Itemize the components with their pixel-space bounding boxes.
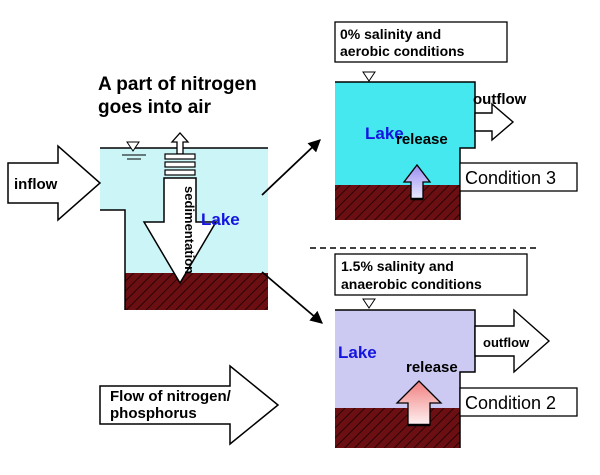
nitrogen-air-heading-line1: A part of nitrogen [98,74,257,95]
nitrogen-release-arrow [170,132,190,155]
air-bar-3 [164,169,196,176]
condition2-box-line1: 1.5% salinity and [341,258,454,274]
sedimentation-arrow [142,177,218,285]
flow-legend-arrow [99,364,280,446]
condition3-description-box [334,21,508,63]
condition2-label: Condition 2 [465,393,556,413]
air-bar-2 [164,161,196,168]
condition2-lake-water [335,310,475,408]
inflow-label: inflow [14,176,58,193]
condition3-lake-water [335,82,475,185]
condition2-outflow-arrow [474,308,551,374]
condition2-sediment [335,408,460,448]
sedimentation-label: sedimentation [182,186,197,274]
inflow-arrow [7,144,102,222]
air-bar-1 [164,153,196,160]
flow-legend-line1: Flow of nitrogen/ [110,388,232,405]
condition3-outflow-label: outflow [473,91,527,108]
condition2-description-box [334,253,528,296]
condition3-outflow-arrow [474,102,515,142]
condition3-scene: 0% salinity and aerobic conditions Lake … [334,21,578,220]
condition3-release-arrow [402,163,432,200]
condition2-scene: 1.5% salinity and anaerobic conditions L… [334,253,578,448]
left-lake-wall [100,209,126,310]
condition3-box-line2: aerobic conditions [340,43,465,59]
condition3-sediment [335,185,460,220]
left-scene: A part of nitrogen goes into air inflow … [7,74,280,446]
left-lake-label: Lake [201,210,240,229]
left-lake-sediment [125,273,268,310]
condition2-label-box [459,387,578,417]
condition3-release-label: release [396,131,448,148]
condition3-label: Condition 3 [465,168,556,188]
water-level-marker [122,141,146,160]
connector-arrow-condition3 [261,139,321,196]
condition3-lake-label: Lake [365,124,404,143]
condition2-box-line2: anaerobic conditions [341,276,482,292]
condition2-release-arrow [395,380,443,426]
nitrogen-air-heading-line2: goes into air [98,97,212,118]
condition2-release-label: release [406,359,458,376]
condition2-outflow-label: outflow [483,335,530,350]
connector-arrow-condition2 [261,271,323,324]
condition3-label-box [459,162,578,192]
flow-legend-line2: phosphorus [110,405,197,422]
condition3-box-line1: 0% salinity and [340,26,441,42]
condition2-lake-label: Lake [338,343,377,362]
